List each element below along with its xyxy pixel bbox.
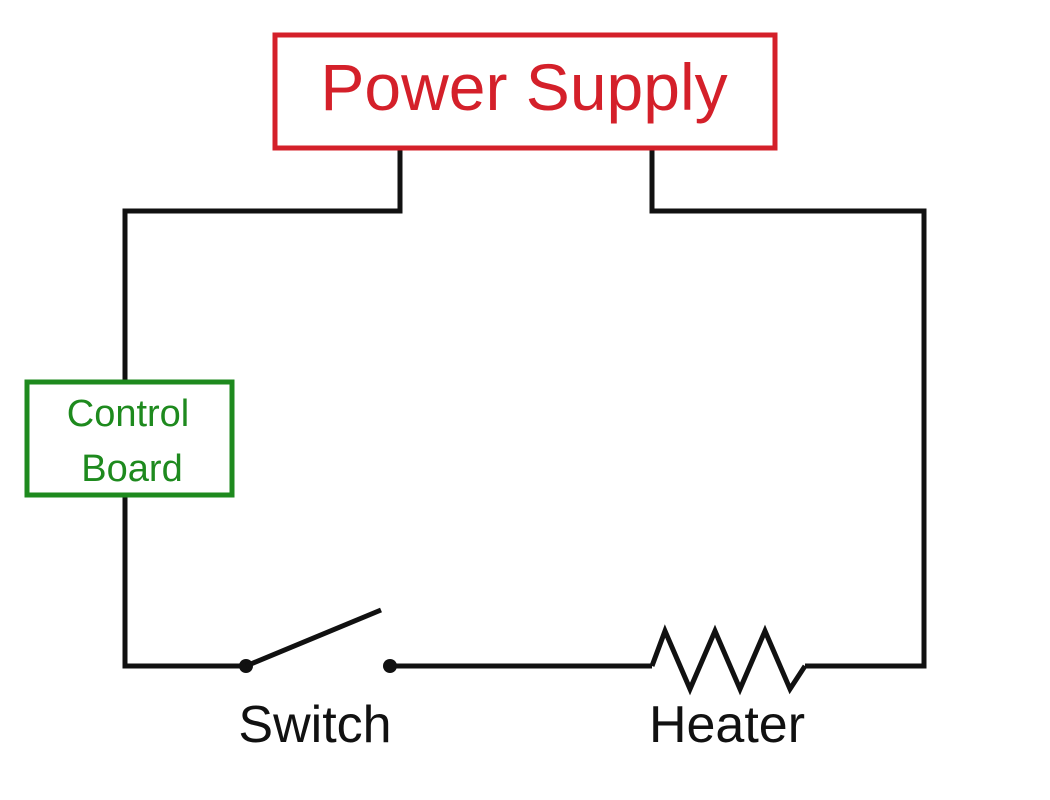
wire-control-board-to-switch: [122, 495, 246, 669]
control-board-label-line2: Board: [81, 448, 182, 490]
heater-resistor-symbol: [649, 624, 808, 696]
switch-symbol: [239, 607, 397, 673]
wire-heater-to-supply: [649, 148, 927, 669]
power-supply-block: Power Supply: [272, 32, 778, 151]
power-supply-box: [272, 32, 778, 151]
heater-label: Heater: [649, 696, 805, 754]
control-board-box: [24, 379, 235, 498]
wire-supply-to-control-board: [122, 148, 403, 382]
power-supply-label: Power Supply: [320, 50, 727, 124]
control-board-block: Control Board: [24, 379, 235, 498]
control-board-label-line1: Control: [67, 393, 190, 435]
switch-label: Switch: [238, 696, 391, 754]
switch-lever: [245, 607, 382, 669]
switch-contact-right: [383, 659, 397, 673]
